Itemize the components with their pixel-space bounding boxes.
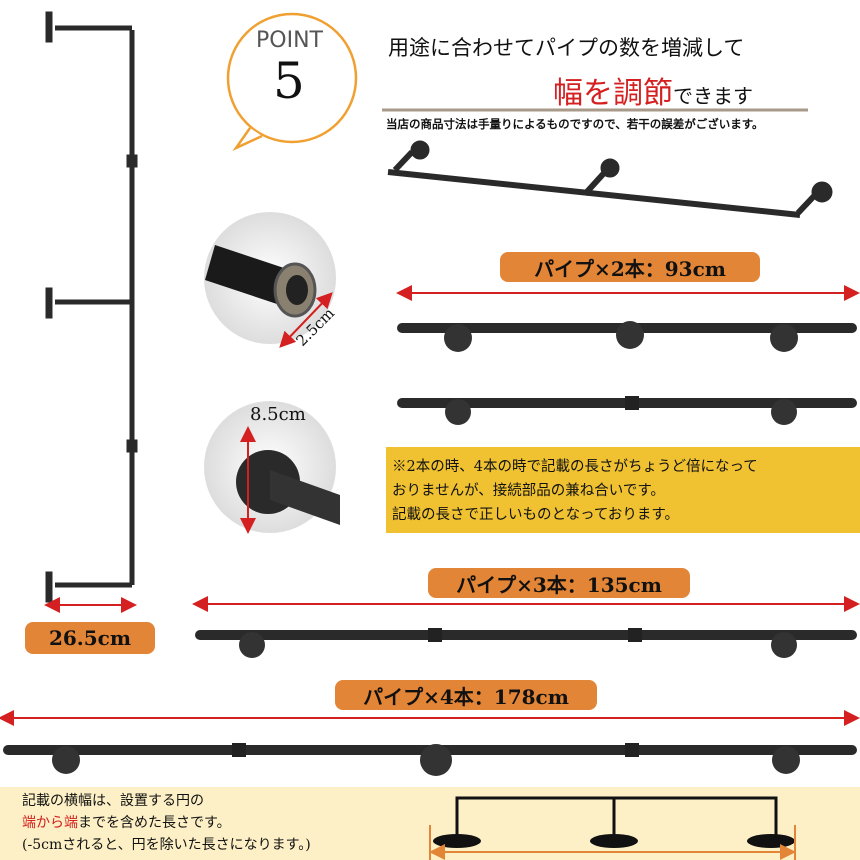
headline-highlight: 幅を調節 [553,76,673,111]
width-diagram [429,796,796,860]
headline-suffix: できます [673,84,753,108]
config-label-2: パイプ×2本：93cm [500,252,760,282]
point-number: 5 [273,52,305,110]
caution-box: ※2本の時、4本の時で記載の長さがちょうど倍になって おりませんが、接続部品の兼… [386,447,860,533]
caution-line: おりませんが、接続部品の兼ね合いです。 [392,483,665,499]
point-badge [226,12,358,144]
horizontal-rack-image [387,140,833,218]
caution-line: ※2本の時、4本の時で記載の長さがちょうど倍になって [392,459,758,475]
config-3-pipes [192,596,860,658]
bottom-note-line: 端から端までを含めた長さです。 [22,812,311,834]
headline-line1: 用途に合わせてパイプの数を増減して [388,36,745,60]
bottom-note: 記載の横幅は、設置する円の 端から端までを含めた長さです。 (-5cmされると、… [22,790,311,856]
flange-diameter-label: 8.5cm [250,404,306,425]
bottom-note-line: 記載の横幅は、設置する円の [22,793,204,809]
measurement-note: 当店の商品寸法は手量りによるものですので、若干の誤差がございます。 [386,117,764,131]
config-4-pipes [0,710,860,776]
headline-line2: 幅を調節できます [553,68,753,112]
config-label-4: パイプ×4本：178cm [335,680,597,710]
config-2-pipes [396,285,860,425]
depth-label: 26.5cm [25,622,155,654]
vertical-rack-image [45,11,138,603]
bottom-note-line: (-5cmされると、円を除いた長さになります。) [22,837,311,853]
config-label-3: パイプ×3本：135cm [428,568,690,598]
bottom-note-text: までを含めた長さです。 [78,815,231,831]
caution-line: 記載の長さで正しいものとなっております。 [392,507,679,523]
point-label: POINT [256,28,323,53]
bottom-note-highlight: 端から端 [22,815,78,831]
